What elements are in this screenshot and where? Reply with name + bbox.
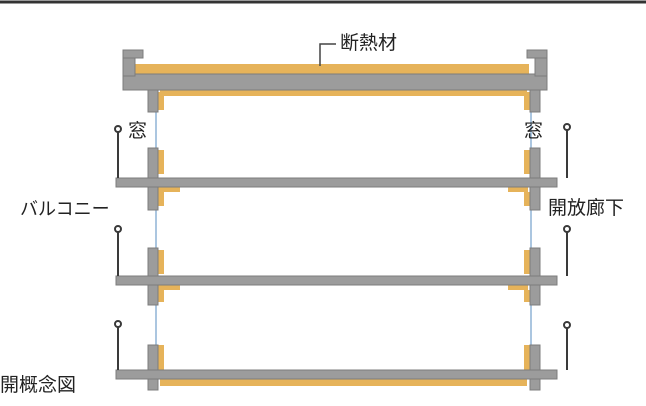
concrete-structure (115, 49, 558, 391)
roof-slab (122, 73, 548, 91)
insulation-label: 断熱材 (340, 32, 398, 54)
diagram-caption: 開概念図 (0, 374, 77, 396)
balcony-label: バルコニー (20, 199, 110, 220)
roof-parapet-right-cap (526, 49, 548, 59)
wall-right-1 (529, 89, 541, 113)
open-corridor-label: 開放廊下 (548, 197, 625, 219)
roof-parapet-left-cap (122, 49, 144, 59)
insulation-layer (134, 64, 530, 386)
wall-left-4 (147, 344, 159, 391)
floor-slab-3 (115, 369, 558, 380)
insulation-leader (319, 43, 336, 66)
floor-slab-2 (115, 275, 558, 286)
window-label-right: 窓 (524, 120, 544, 142)
floor-slab-1 (115, 177, 558, 188)
wall-left-1 (147, 89, 159, 113)
wall-right-4 (529, 344, 541, 391)
window-label-left: 窓 (128, 120, 148, 142)
railings (114, 123, 571, 370)
